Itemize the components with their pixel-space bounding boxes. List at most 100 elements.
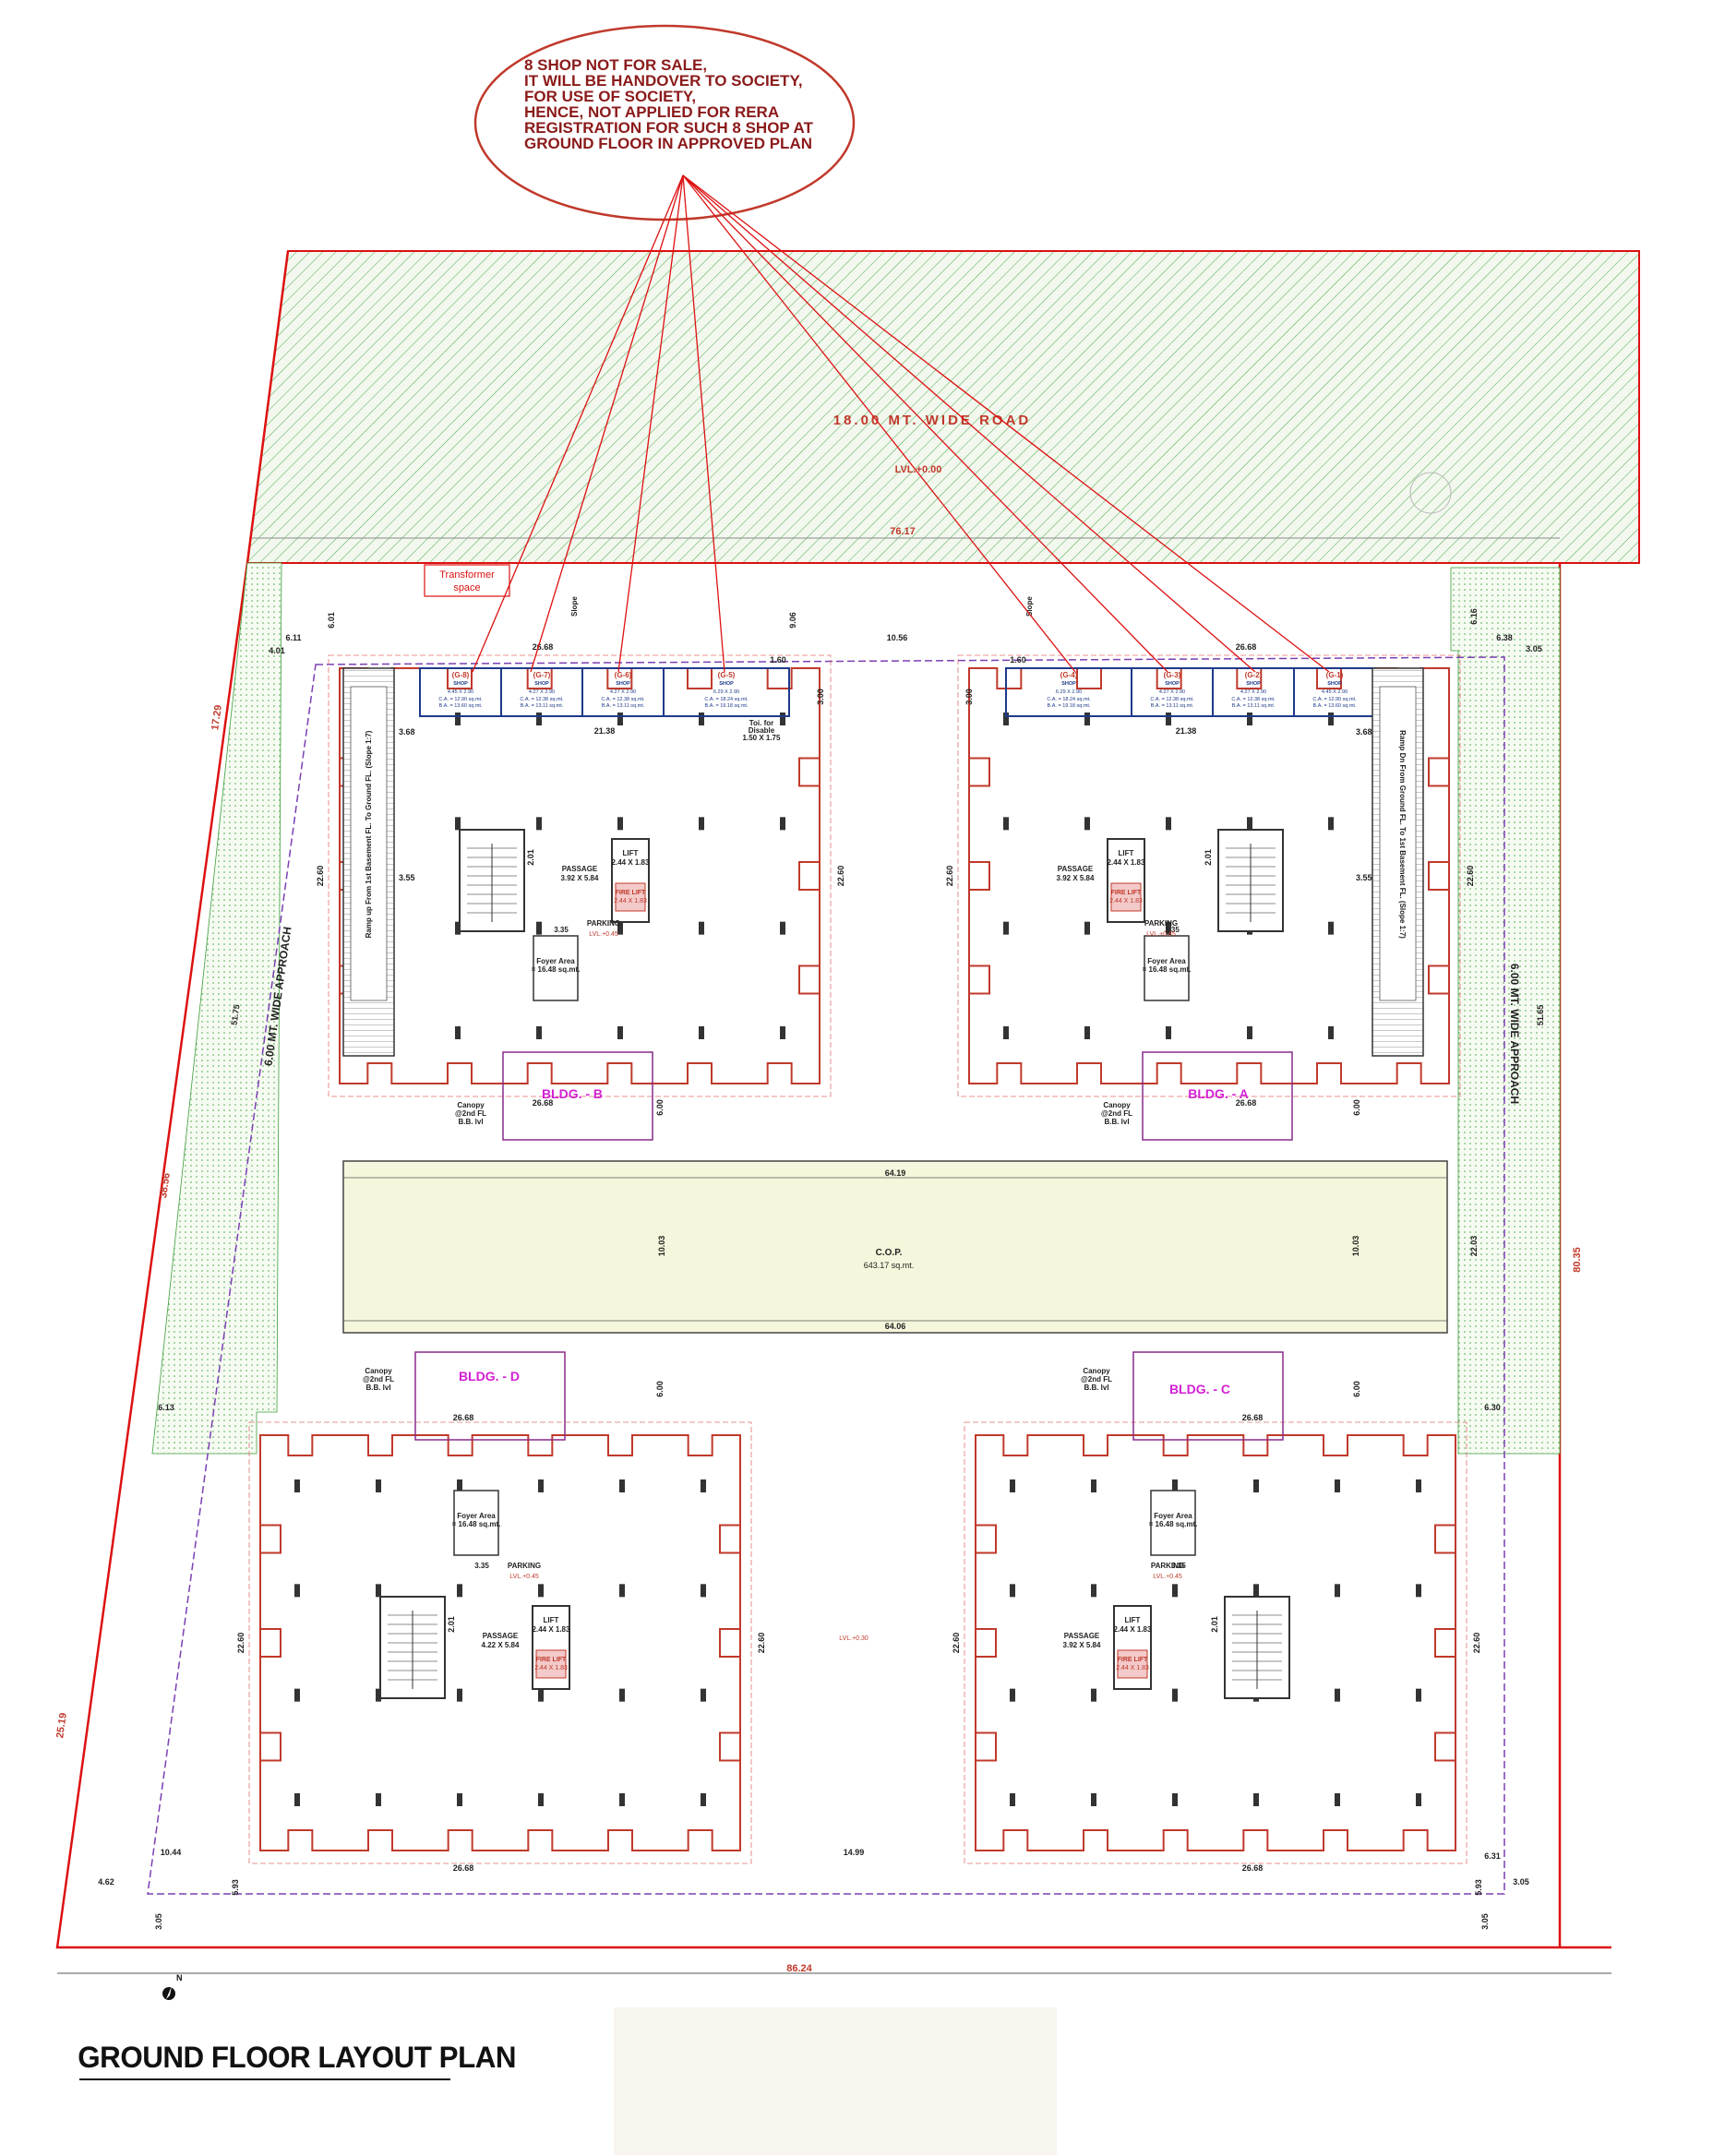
column [294, 1688, 300, 1702]
dim-630: 6.30 [1484, 1403, 1501, 1412]
dim-201: 2.01 [526, 849, 535, 866]
site-level: LVL.+0.30 [839, 1635, 868, 1642]
column [536, 713, 542, 725]
cop-label: C.O.P. [876, 1248, 903, 1258]
column [376, 1584, 381, 1598]
canopy-label: Canopy [1103, 1101, 1131, 1109]
column [617, 817, 623, 831]
column [294, 1793, 300, 1806]
canopy-b [502, 1051, 653, 1141]
cop-area-value: 643.17 sq.mt. [864, 1261, 915, 1270]
dim-left-top: 17.29 [210, 704, 224, 731]
dim-401: 4.01 [269, 646, 285, 655]
leader-line [682, 174, 1168, 673]
shop-name: SHOP [1327, 681, 1342, 687]
road-width-dim: 76.17 [890, 526, 916, 537]
column [1084, 817, 1090, 831]
width-dim-2: 26.68 [1236, 642, 1257, 652]
shop-carpet-area: C.A. = 12.38 sq.mt. [1150, 697, 1194, 702]
dim-631: 6.31 [1484, 1851, 1501, 1861]
lift-label: LIFT [544, 1616, 559, 1624]
shop-built-area: B.A. = 13.60 sq.mt. [1313, 703, 1357, 709]
foyer-label: Foyer Area [457, 1512, 496, 1520]
transformer-space: Transformer space [424, 564, 510, 597]
dim-368: 3.68 [1356, 727, 1372, 737]
parking-level: LVL.+0.45 [1146, 931, 1176, 938]
shop-id: (G-8) [452, 671, 470, 679]
column [699, 1026, 704, 1039]
leader-line [472, 174, 684, 673]
shop-built-area: B.A. = 19.18 sq.mt. [1048, 703, 1091, 709]
column [538, 1479, 544, 1492]
passage-size: 3.92 X 5.84 [1063, 1641, 1101, 1649]
column [538, 1793, 544, 1806]
column [376, 1479, 381, 1492]
canopy-label: B.B. lvl [1104, 1118, 1129, 1126]
cop-height-left: 10.03 [657, 1236, 666, 1257]
column [1084, 921, 1090, 935]
column [455, 1026, 461, 1039]
column [1328, 921, 1334, 935]
cop-top-dim: 64.19 [885, 1168, 906, 1178]
canopy-d [414, 1351, 566, 1441]
fire-lift-size: 2.44 X 1.83 [1109, 898, 1143, 904]
column [1084, 1026, 1090, 1039]
ramp-label: Ramp up From 1st Basement FL. To Ground … [365, 730, 373, 938]
column [1172, 1479, 1178, 1492]
shop-carpet-area: C.A. = 12.90 sq.mt. [1312, 697, 1357, 702]
dim-462: 4.62 [98, 1877, 114, 1886]
canopy-label: Canopy [365, 1367, 392, 1375]
canopy-label: Canopy [1083, 1367, 1110, 1375]
leader-line [682, 174, 725, 673]
lift-size: 2.44 X 1.83 [533, 1625, 570, 1634]
depth-dim-left: 22.60 [945, 866, 954, 887]
lift-size: 2.44 X 1.83 [1114, 1625, 1152, 1634]
passage-label: PASSAGE [1058, 865, 1094, 873]
shop-id: (G-1) [1326, 671, 1344, 679]
note-line: FOR USE OF SOCIETY, [524, 88, 696, 105]
dim-335: 3.35 [1171, 1562, 1186, 1570]
shop-size: 4.27 X 2.90 [1159, 689, 1185, 695]
column [701, 1688, 706, 1702]
column [1166, 713, 1171, 725]
cop-area: 64.19 64.06 C.O.P. 643.17 sq.mt. 10.03 1… [342, 1160, 1448, 1334]
dim-906: 9.06 [788, 612, 797, 629]
canopy-label: @2nd FL [455, 1109, 486, 1118]
canopy-label: @2nd FL [1101, 1109, 1132, 1118]
dim-1499: 14.99 [844, 1848, 865, 1857]
column [294, 1479, 300, 1492]
dim-600-a: 6.00 [1352, 1099, 1361, 1116]
width-dim-2: 26.68 [533, 642, 554, 652]
dim-2203: 22.03 [1469, 1236, 1479, 1257]
column [1003, 817, 1009, 831]
foyer-area [1150, 1490, 1196, 1556]
page-title: GROUND FLOOR LAYOUT PLAN [78, 2041, 517, 2080]
shop-carpet-area: C.A. = 12.90 sq.mt. [438, 697, 483, 702]
column [1335, 1479, 1340, 1492]
dim-600-d: 6.00 [655, 1381, 665, 1397]
shop-name: SHOP [534, 681, 549, 687]
shop-size: 6.29 X 2.90 [713, 689, 739, 695]
shop-name: SHOP [616, 681, 630, 687]
shop-built-area: B.A. = 13.11 sq.mt. [521, 703, 564, 709]
dim-160-a: 1.60 [1010, 655, 1026, 665]
shop-carpet-area: C.A. = 12.38 sq.mt. [1231, 697, 1276, 702]
dim-593-left: 5.93 [231, 1879, 240, 1896]
column [1003, 1026, 1009, 1039]
canopy-label: @2nd FL [363, 1375, 394, 1383]
column [699, 817, 704, 831]
lift-label: LIFT [623, 849, 639, 857]
column [1416, 1688, 1421, 1702]
column [376, 1688, 381, 1702]
svg-text:GROUND FLOOR LAYOUT PLAN: GROUND FLOOR LAYOUT PLAN [78, 2041, 516, 2074]
column [1335, 1793, 1340, 1806]
depth-dim-right: 22.60 [836, 866, 845, 887]
column [455, 817, 461, 831]
foyer-area-value: = 16.48 sq.mt. [452, 1520, 501, 1528]
cop-height-right: 10.03 [1351, 1236, 1360, 1257]
parking-label: PARKING [1144, 919, 1178, 928]
passage-size: 3.92 X 5.84 [1057, 874, 1095, 882]
